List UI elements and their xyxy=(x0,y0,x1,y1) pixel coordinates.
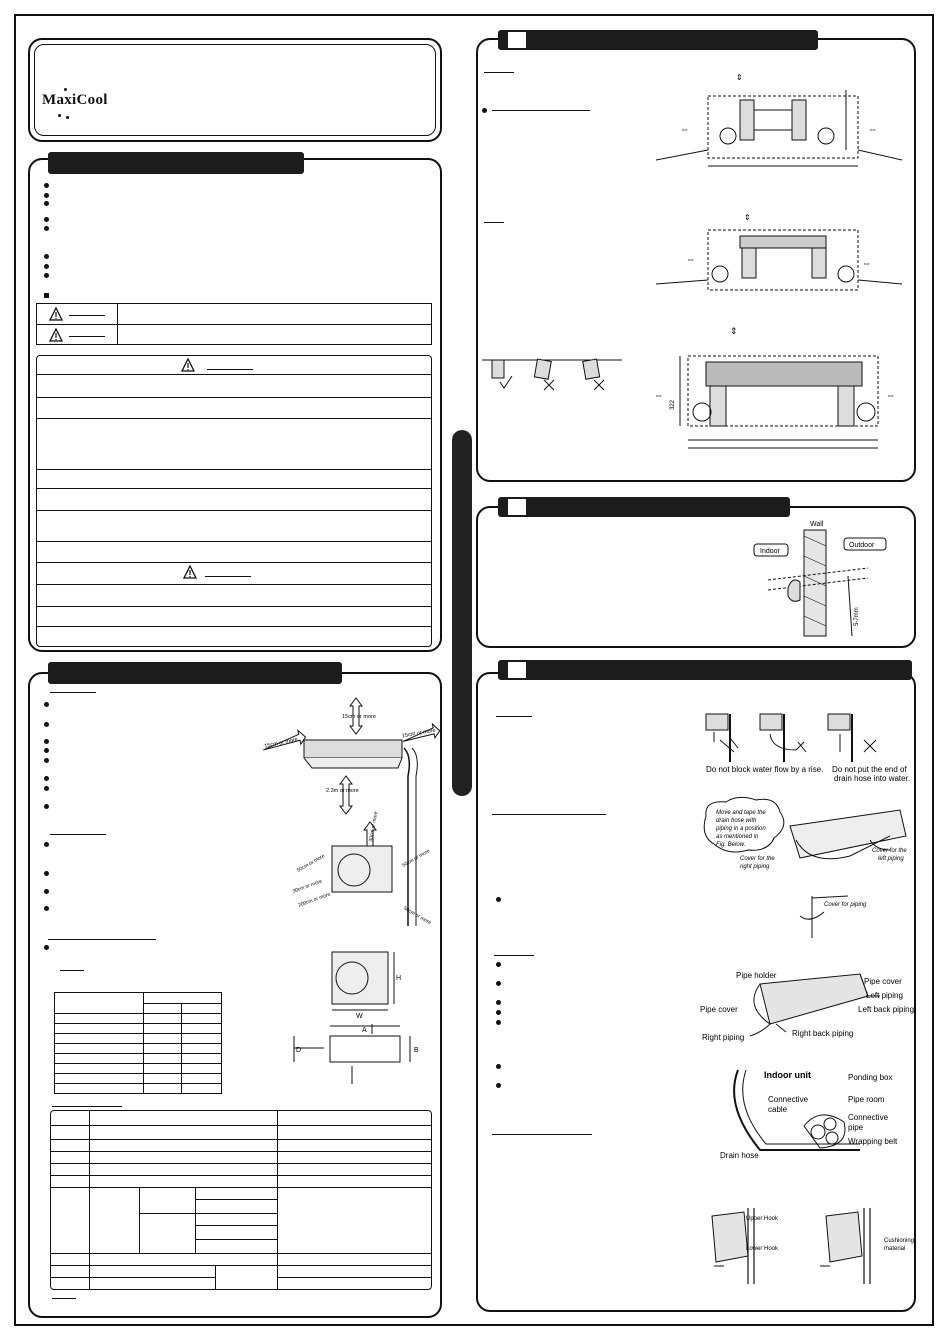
tape-bubble-1: Move and tape the xyxy=(716,810,766,816)
caution-icon xyxy=(49,328,63,342)
side-tab xyxy=(452,430,472,796)
left-cover-label-2: left piping xyxy=(878,856,904,862)
right-back-piping-label: Right back piping xyxy=(792,1029,853,1038)
pipe-cover-left-label: Pipe cover xyxy=(700,1005,738,1014)
arrow-up-icon: ⇕ xyxy=(744,213,751,222)
logo-dots xyxy=(56,88,86,120)
clear-top-label: 15cm or more xyxy=(342,714,376,720)
arrow-lr-icon: ⇔ xyxy=(654,390,663,400)
safety-header-bar xyxy=(48,152,304,174)
location-header-bar xyxy=(48,662,342,684)
tape-bubble-2: drain hose with xyxy=(716,818,757,824)
caution-icon xyxy=(183,565,197,579)
indoor-label: Indoor xyxy=(760,548,781,555)
page-frame xyxy=(14,14,934,1326)
symbol-legend-table xyxy=(36,303,432,345)
outdoor-dimension-figure: H W A B D xyxy=(293,951,419,1084)
arrow-up-icon: ⇕ xyxy=(736,73,743,82)
mounting-header-bar xyxy=(498,30,818,50)
wall-hole-panel xyxy=(476,506,916,648)
indoor-unit-label: Indoor unit xyxy=(764,1070,811,1080)
dimension-table xyxy=(54,992,222,1094)
left-piping-label: Left piping xyxy=(866,991,903,1000)
clear-right-label: 15cm or more xyxy=(402,728,436,740)
lower-hook-label: Lower Hook xyxy=(746,1246,779,1252)
mounting-plate-figure-3: ⇕ ⇔ ⇔ 322 xyxy=(654,326,895,449)
dim-w: W xyxy=(356,1013,363,1020)
warning-icon xyxy=(49,307,63,321)
plate-dim-label: 322 xyxy=(670,399,676,410)
connective-cable-label-2: cable xyxy=(768,1105,788,1114)
left-cover-label-1: Cover for the xyxy=(872,848,907,854)
gap-label: 5-7mm xyxy=(854,607,860,626)
warning-icon xyxy=(181,358,195,372)
warning-table xyxy=(36,355,432,647)
piping-direction-figure: Pipe holder Pipe cover Left piping Pipe … xyxy=(700,971,914,1042)
dim-a: A xyxy=(362,1027,367,1034)
clear-left-label: 15cm or more xyxy=(264,737,298,750)
arrow-lr-icon: ⇔ xyxy=(680,124,689,134)
arrow-lr-icon: ⇔ xyxy=(868,124,877,134)
drain-figure: Do not block water flow by a rise. Do no… xyxy=(705,713,910,783)
arrow-up-icon: ⇕ xyxy=(730,326,738,336)
connective-pipe-label-2: pipe xyxy=(848,1123,864,1132)
wrapping-belt-label: Wrapping belt xyxy=(848,1137,898,1146)
piping-header-bar xyxy=(498,660,912,680)
spec-table xyxy=(50,1110,432,1290)
cushion-label-2: material xyxy=(884,1246,905,1252)
mounting-plate-figure-1: ⇕ ⇔ ⇔ xyxy=(656,73,903,167)
brand-name: MaxiCool xyxy=(42,92,108,108)
tape-bubble-5: Fig. Below. xyxy=(716,842,745,848)
left-back-piping-label: Left back piping xyxy=(858,1005,914,1014)
clear-bottom-label: 2.3m or more xyxy=(326,788,359,794)
dim-d: D xyxy=(296,1047,301,1054)
pipe-room-label: Pipe room xyxy=(848,1095,885,1104)
cover-piping-label: Cover for piping xyxy=(824,902,867,908)
ponding-box-label: Ponding box xyxy=(848,1073,892,1082)
outdoor-clear-a: 30cm or more xyxy=(368,811,379,843)
arrow-lr-icon: ⇔ xyxy=(886,390,895,400)
wall-label: Wall xyxy=(810,521,824,528)
tape-figure: Move and tape the drain hose with piping… xyxy=(703,796,907,938)
dim-b: B xyxy=(414,1047,419,1054)
pipe-cover-right-label: Pipe cover xyxy=(864,977,902,986)
drain-hose-label: Drain hose xyxy=(720,1151,759,1160)
pipe-holder-label: Pipe holder xyxy=(736,971,777,980)
cushion-label-1: Cushioning xyxy=(884,1238,914,1244)
drain-caption-2a: Do not put the end of xyxy=(832,765,908,774)
drain-caption-1: Do not block water flow by a rise. xyxy=(706,765,823,774)
title-panel: MaxiCool xyxy=(28,38,442,142)
bracket-check-figure xyxy=(482,358,622,391)
tape-bubble-3: piping in a position xyxy=(715,826,766,832)
safety-panel xyxy=(28,158,442,652)
indoor-unit-section-figure: Indoor unit Ponding box Connective cable… xyxy=(720,1069,898,1160)
outdoor-clear-b: 50cm or more xyxy=(296,853,326,874)
wall-hole-header-bar xyxy=(498,497,790,517)
outdoor-label: Outdoor xyxy=(849,542,875,549)
arrow-lr-icon: ⇔ xyxy=(686,254,695,264)
drain-caption-2b: drain hose into water. xyxy=(834,774,910,783)
dim-h: H xyxy=(396,975,401,982)
connective-pipe-label-1: Connective xyxy=(848,1113,889,1122)
upper-hook-label: Upper Hook xyxy=(746,1216,779,1222)
outdoor-clear-f: 50cm or more xyxy=(402,906,432,927)
outdoor-clear-e: 30cm or more xyxy=(292,878,323,894)
wall-hole-figure: Wall Indoor Outdoor 5-7mm xyxy=(753,521,887,637)
hook-figure: Upper Hook Lower Hook Cushioning materia… xyxy=(711,1208,914,1284)
brand-logo: MaxiCool xyxy=(42,92,108,109)
outdoor-clear-d: 200cm or more xyxy=(297,891,331,908)
right-cover-label-1: Cover for the xyxy=(740,856,775,862)
right-cover-label-2: right piping xyxy=(740,864,770,870)
connective-cable-label-1: Connective xyxy=(768,1095,809,1104)
right-piping-label: Right piping xyxy=(702,1033,744,1042)
arrow-lr-icon: ⇔ xyxy=(862,258,871,268)
clearance-figure: 15cm or more 15cm or more 15cm or more 2… xyxy=(263,697,441,927)
mounting-plate-figure-2: ⇕ ⇔ ⇔ xyxy=(656,213,903,291)
tape-bubble-4: as mentioned in xyxy=(716,834,759,840)
